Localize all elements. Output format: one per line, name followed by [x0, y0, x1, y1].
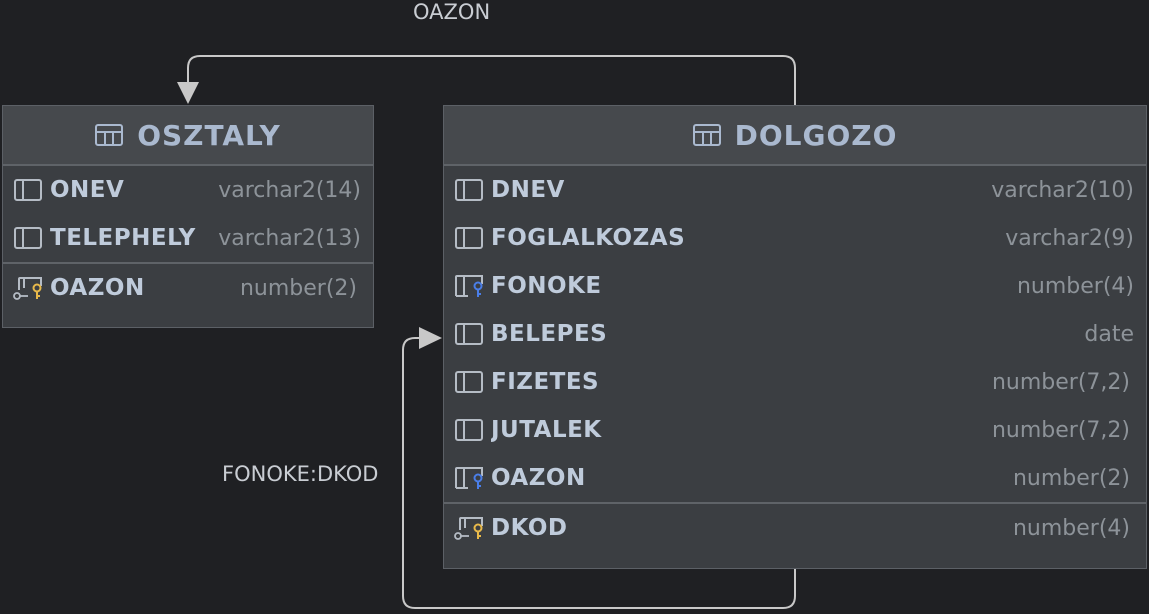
column-type: varchar2(9)	[1005, 225, 1134, 251]
column-icon	[455, 323, 483, 345]
column-type: number(2)	[1012, 465, 1130, 491]
column-row[interactable]: OAZON number(2)	[444, 454, 1146, 502]
column-row[interactable]: FONOKE number(4)	[444, 262, 1146, 310]
table-osztaly[interactable]: OSZTALY ONEV varchar2(14) TELEPHELY varc…	[2, 105, 374, 328]
column-name: FOGLALKOZAS	[491, 225, 685, 251]
relationship-label-fonoke-dkod: FONOKE:DKOD	[222, 462, 379, 486]
column-name: FIZETES	[491, 369, 600, 395]
table-icon	[95, 124, 124, 146]
column-name: OAZON	[50, 275, 145, 301]
relationship-fonoke-dkod-arrowhead	[419, 327, 442, 349]
table-header[interactable]: DOLGOZO	[444, 106, 1146, 166]
column-type: varchar2(14)	[218, 177, 361, 203]
table-title: DOLGOZO	[734, 118, 898, 152]
column-icon	[455, 419, 483, 441]
column-name: DKOD	[491, 515, 568, 541]
relationship-label-oazon: OAZON	[413, 0, 491, 24]
table-title: OSZTALY	[137, 118, 281, 152]
table-header[interactable]: OSZTALY	[3, 106, 373, 166]
column-name: BELEPES	[491, 321, 608, 347]
column-type: date	[1084, 321, 1134, 347]
column-icon	[14, 179, 42, 201]
column-name: FONOKE	[491, 273, 602, 299]
column-row[interactable]: FIZETES number(7,2)	[444, 358, 1146, 406]
column-name: OAZON	[491, 465, 586, 491]
primary-key-row[interactable]: DKOD number(4)	[444, 502, 1146, 552]
column-row[interactable]: TELEPHELY varchar2(13)	[3, 214, 373, 262]
column-row[interactable]: FOGLALKOZAS varchar2(9)	[444, 214, 1146, 262]
column-name: TELEPHELY	[50, 225, 196, 251]
primary-key-icon	[13, 277, 42, 300]
column-icon	[455, 227, 483, 249]
relationship-oazon-line[interactable]	[187, 55, 796, 105]
column-row[interactable]: BELEPES date	[444, 310, 1146, 358]
table-dolgozo[interactable]: DOLGOZO DNEV varchar2(10) FOGLALKOZAS va…	[443, 105, 1147, 569]
column-type: varchar2(10)	[991, 177, 1134, 203]
foreign-key-icon	[455, 275, 483, 297]
column-name: DNEV	[491, 177, 565, 203]
relationship-oazon-arrowhead	[177, 82, 199, 104]
column-row[interactable]: JUTALEK number(7,2)	[444, 406, 1146, 454]
column-icon	[14, 227, 42, 249]
foreign-key-icon	[455, 467, 483, 489]
column-row[interactable]: ONEV varchar2(14)	[3, 166, 373, 214]
column-type: number(4)	[1012, 515, 1130, 541]
column-type: number(7,2)	[991, 369, 1130, 395]
column-type: number(2)	[239, 275, 357, 301]
table-icon	[692, 124, 721, 146]
column-type: number(7,2)	[991, 417, 1130, 443]
primary-key-row[interactable]: OAZON number(2)	[3, 262, 373, 312]
relationship-fonoke-dkod-line[interactable]	[402, 337, 796, 609]
primary-key-icon	[454, 517, 483, 540]
column-row[interactable]: DNEV varchar2(10)	[444, 166, 1146, 214]
column-type: number(4)	[1016, 273, 1134, 299]
column-name: JUTALEK	[491, 417, 602, 443]
column-type: varchar2(13)	[218, 225, 361, 251]
column-icon	[455, 371, 483, 393]
column-name: ONEV	[50, 177, 125, 203]
column-icon	[455, 179, 483, 201]
